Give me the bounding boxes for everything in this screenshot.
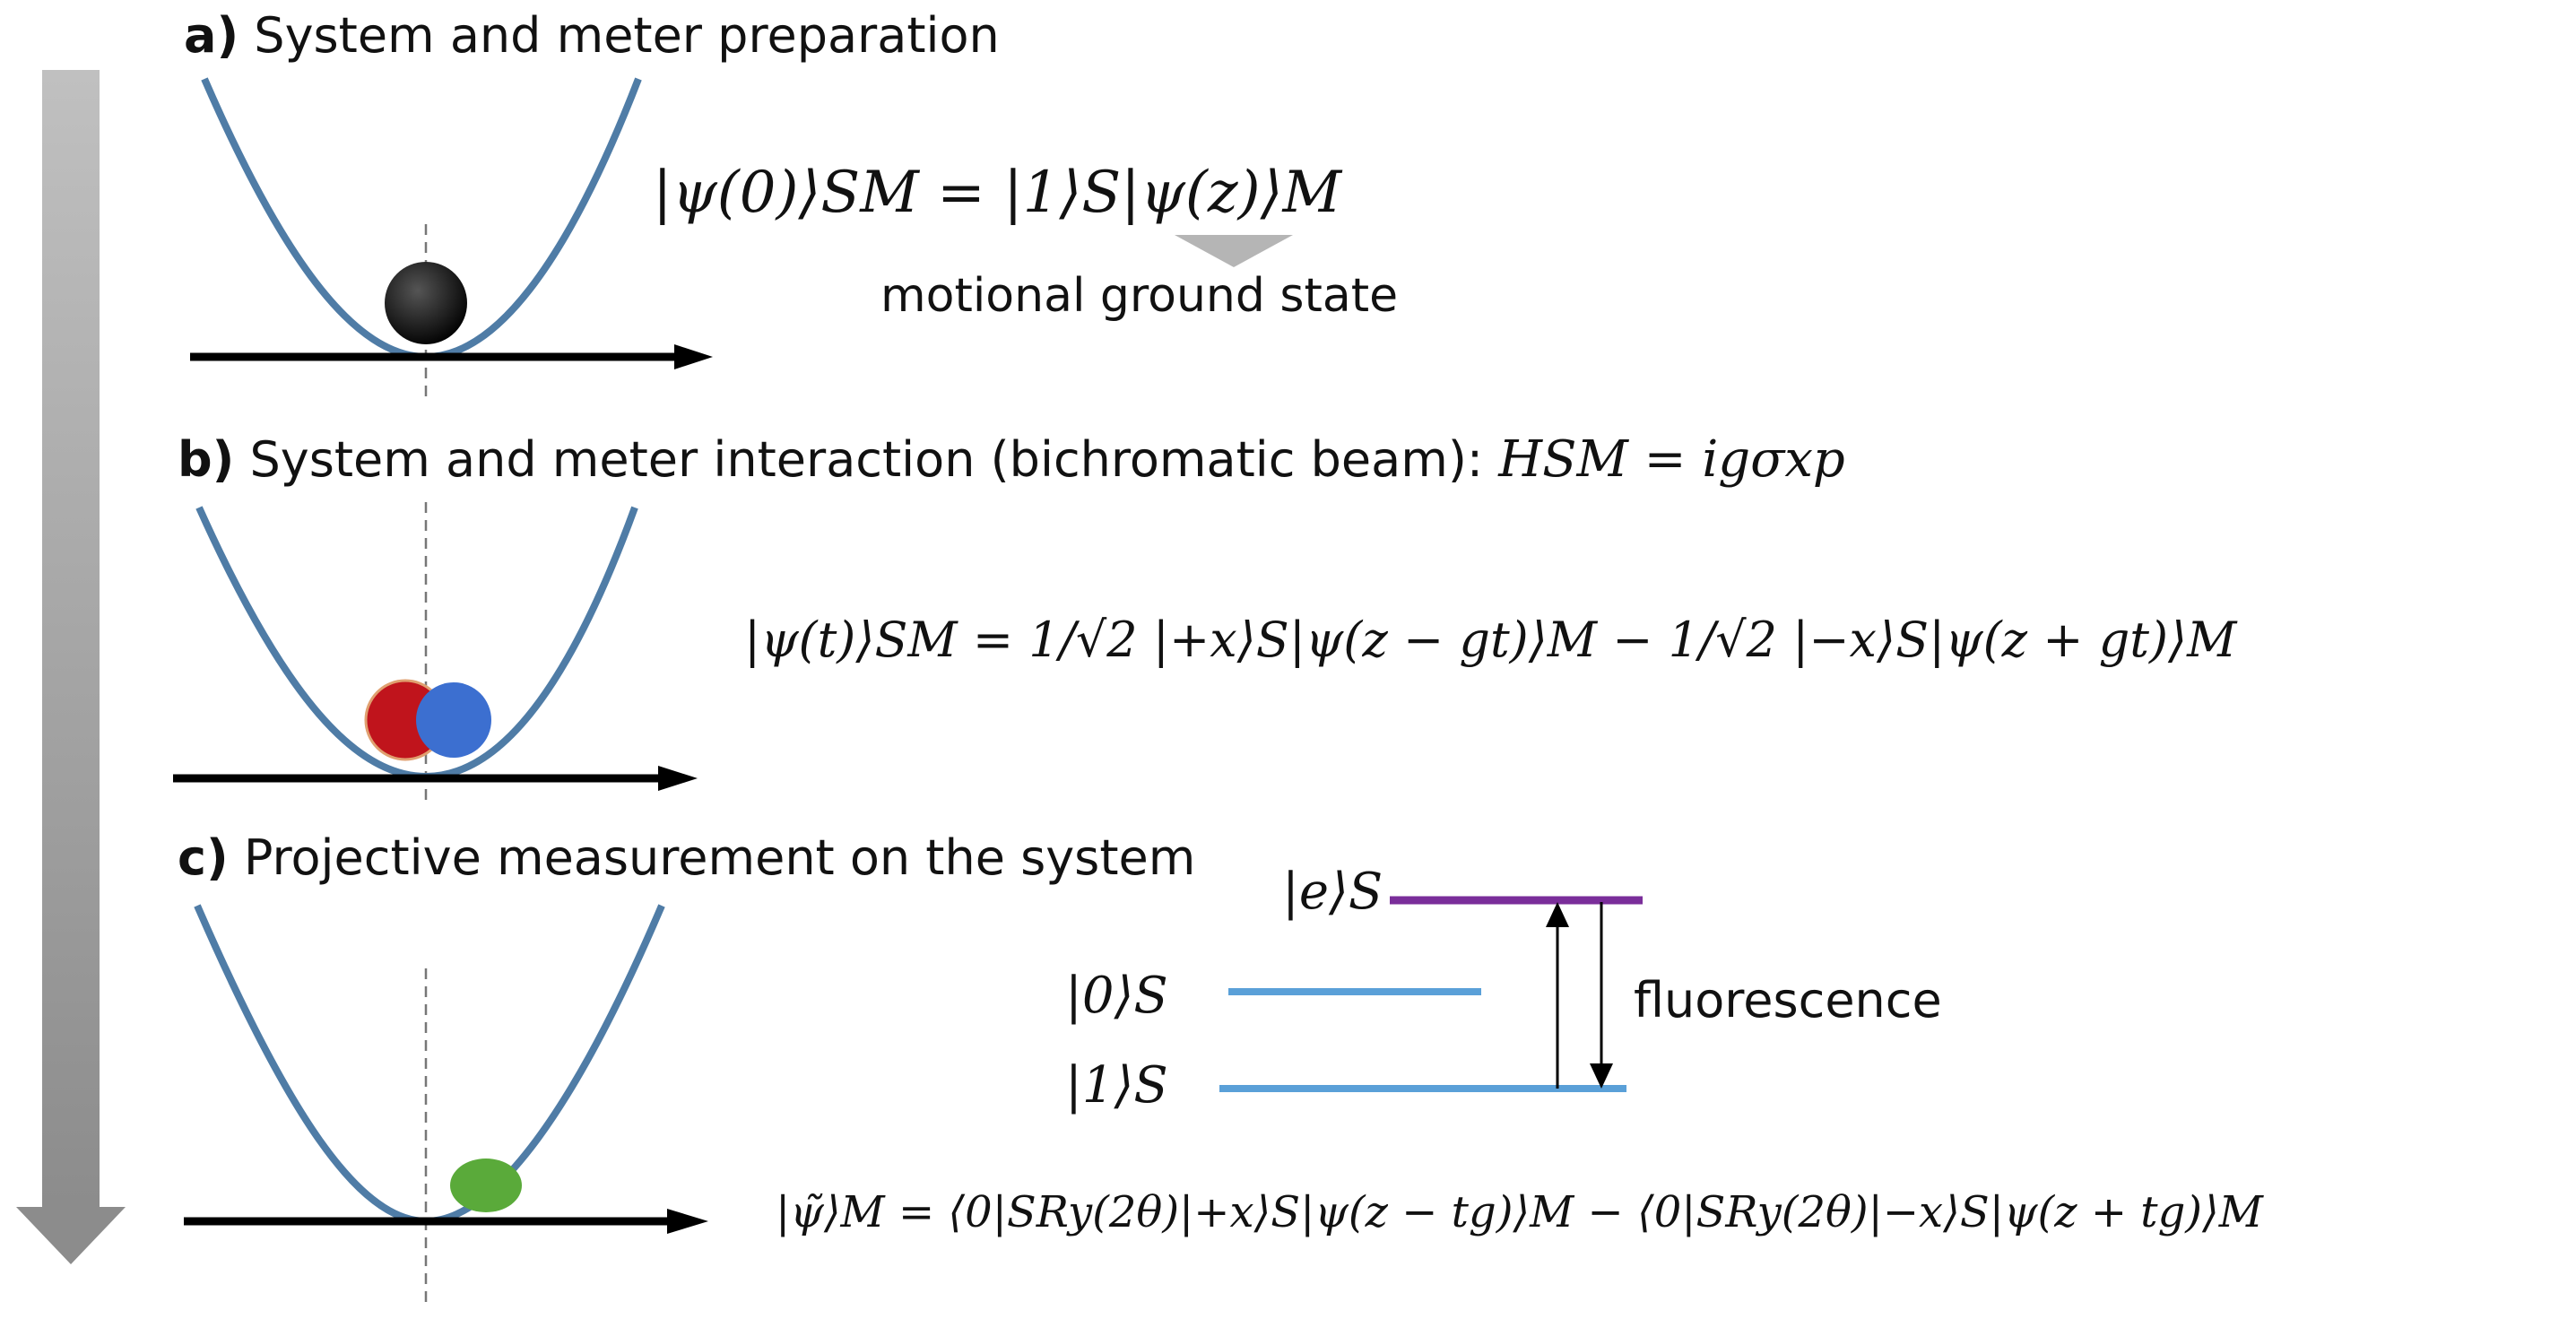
panel-c-title: Projective measurement on the system (243, 829, 1196, 886)
panel-c-potential-well (194, 904, 665, 1226)
panel-a-pointer-triangle (1175, 235, 1293, 267)
panel-b-letter: b) (178, 431, 235, 488)
level-1-label: |1⟩S (1065, 1056, 1168, 1115)
panel-c-letter: c) (178, 829, 229, 886)
panel-b-title: System and meter interaction (bichromati… (249, 431, 1484, 488)
panel-b-equation: |ψ(t)⟩SM = 1/√2 |+x⟩S|ψ(z − gt)⟩M − 1/√2… (744, 612, 2237, 668)
level-e-label: |e⟩S (1282, 863, 1383, 921)
panel-b-heading: b) System and meter interaction (bichrom… (178, 430, 1845, 489)
panel-b-hamiltonian: HSM = igσxp (1498, 430, 1845, 489)
panel-c-heading: c) Projective measurement on the system (178, 829, 1195, 886)
panel-b-ion-blue (416, 682, 491, 758)
panel-a-equation: |ψ(0)⟩SM = |1⟩S|ψ(z)⟩M (653, 160, 1342, 226)
panel-c-graphic (184, 896, 1643, 1309)
time-arrow (16, 70, 126, 1264)
panel-b-graphic (173, 502, 698, 807)
panel-c-ion-green (450, 1158, 522, 1212)
panel-a-ion (385, 262, 467, 344)
panel-a-graphic (190, 77, 1293, 404)
panel-a-heading: a) System and meter preparation (184, 7, 1000, 64)
panel-a-letter: a) (184, 7, 239, 64)
panel-a-note: motional ground state (880, 269, 1399, 323)
panel-c-equation: |ψ̃⟩M = ⟨0|SRy(2θ)|+x⟩S|ψ(z − tg)⟩M − ⟨0… (776, 1187, 2263, 1237)
panel-a-title: System and meter preparation (254, 7, 1000, 64)
fluorescence-label: fluorescence (1634, 972, 1942, 1028)
level-0-label: |0⟩S (1065, 967, 1168, 1025)
